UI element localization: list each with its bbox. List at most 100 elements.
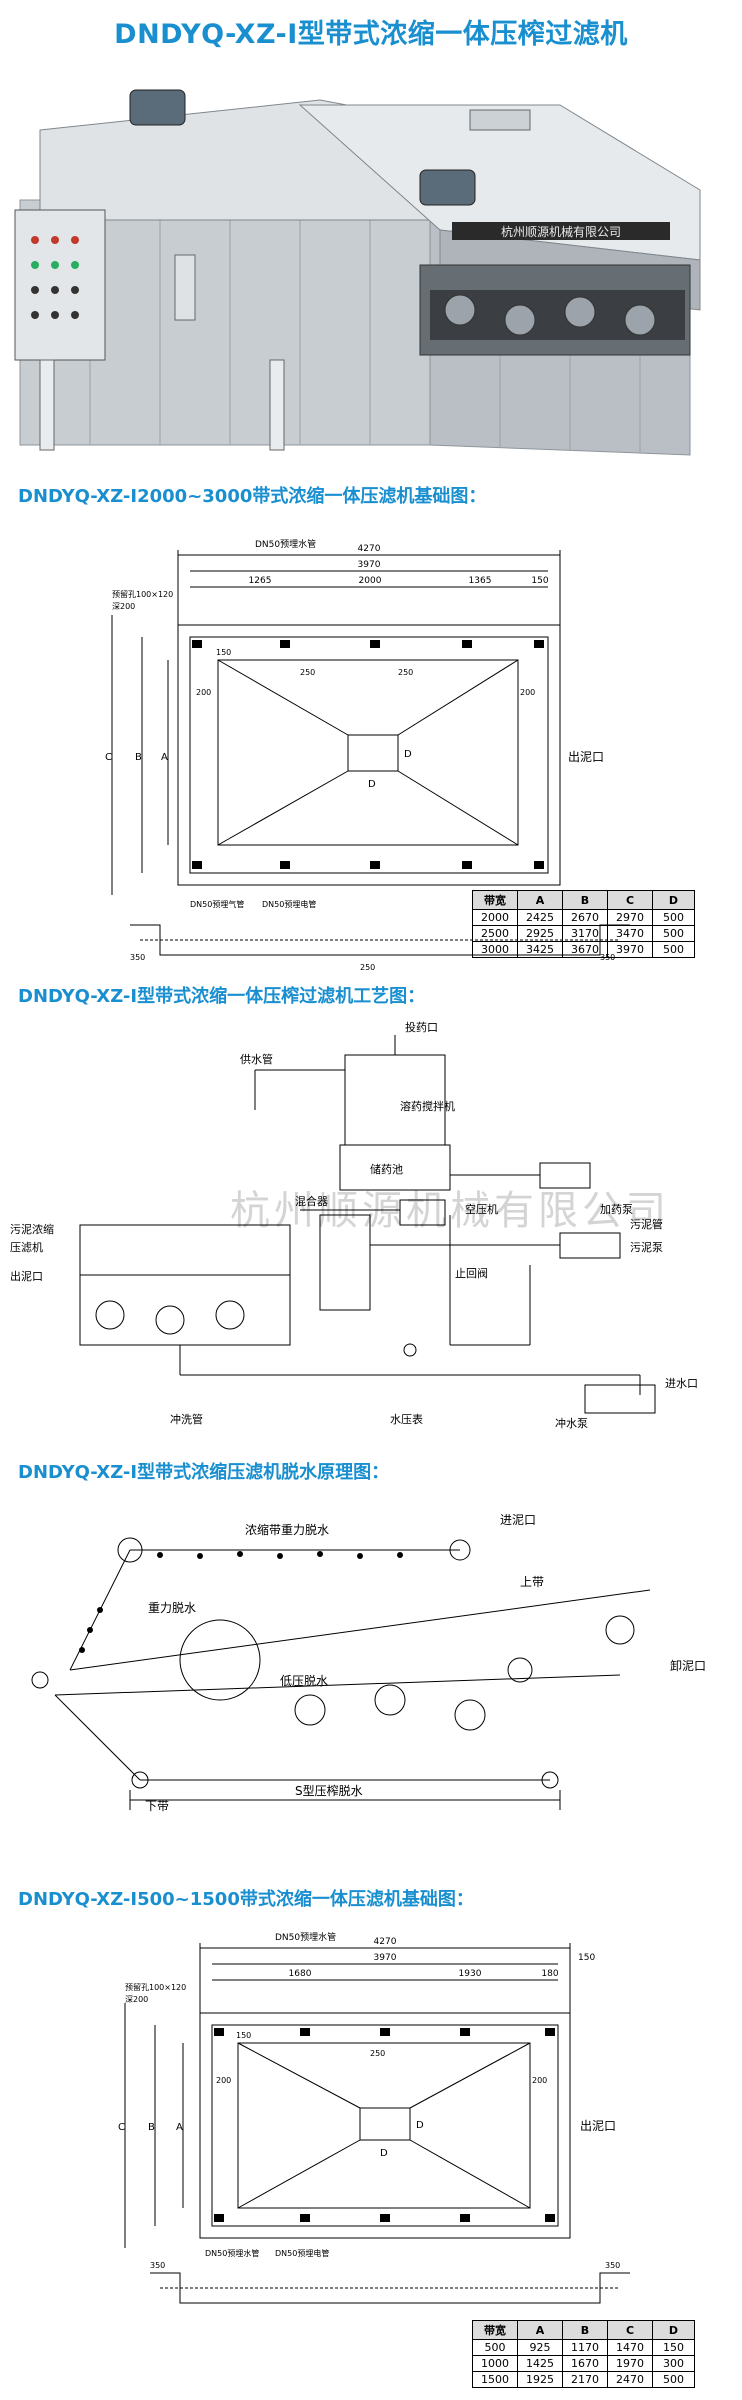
label-A: A <box>161 752 168 763</box>
dim-total: 4270 <box>358 544 381 554</box>
label-water-pipe: 供水管 <box>240 1052 273 1066</box>
dim-d11: 350 <box>130 953 145 962</box>
label-D-horizontal: D <box>380 2148 388 2159</box>
dim-d6: 250 <box>370 2049 385 2058</box>
label-pipe-bottom1: DN50预埋气管 <box>190 899 244 909</box>
label-D-vertical: D <box>416 2120 424 2131</box>
label-mixer: 溶药搅拌机 <box>400 1099 455 1113</box>
dim-d1: 1680 <box>289 1969 312 1979</box>
table-header: D <box>652 890 695 910</box>
dim-d2: 1930 <box>459 1969 482 1979</box>
dim-d3: 180 <box>541 1969 558 1979</box>
dim-d13: 250 <box>360 963 375 972</box>
table-header: B <box>562 890 608 910</box>
dim-d4: 150 <box>531 576 548 586</box>
foundation-large-drawing: 4270 3970 1265 2000 1365 150 150 250 250… <box>0 515 742 980</box>
dim-d6: 250 <box>300 668 315 677</box>
dim-total: 4270 <box>374 1937 397 1947</box>
label-sludge-pump: 污泥泵 <box>630 1241 663 1254</box>
label-gauge: 水压表 <box>390 1412 423 1426</box>
table-header: C <box>607 2320 653 2340</box>
label-s-press: S型压榨脱水 <box>295 1783 363 1798</box>
label-press: 压滤机 <box>10 1240 43 1254</box>
table-header: B <box>562 2320 608 2340</box>
label-hole: 预留孔100×120 <box>112 589 173 599</box>
dim-d12: 350 <box>605 2261 620 2270</box>
dim-d8: 200 <box>196 688 211 697</box>
label-sludge-pipe: 污泥管 <box>630 1217 663 1231</box>
table-header: 带宽 <box>472 890 518 910</box>
label-outlet: 出泥口 <box>568 750 604 764</box>
label-depth: 深200 <box>112 602 135 611</box>
label-dosing-port: 投药口 <box>405 1020 438 1034</box>
foundation-small-drawing: 4270 3970 1680 1930 180 150 150 250 200 … <box>0 1918 742 2313</box>
table-header: C <box>607 890 653 910</box>
label-wash-pipe: 冲洗管 <box>170 1412 203 1426</box>
dim-d5: 150 <box>216 648 231 657</box>
label-D-vertical: D <box>404 749 412 760</box>
label-pipe-bottom2: DN50预埋电管 <box>275 2248 329 2258</box>
label-D-horizontal: D <box>368 779 376 790</box>
dim-d11: 350 <box>150 2261 165 2270</box>
table-header: A <box>517 2320 563 2340</box>
dim-d5: 150 <box>236 2031 251 2040</box>
label-B: B <box>148 2122 155 2133</box>
label-discharge: 卸泥口 <box>670 1658 706 1673</box>
label-C: C <box>118 2122 125 2133</box>
label-lower-belt: 下带 <box>145 1799 169 1813</box>
label-sludge-in: 进泥口 <box>500 1513 536 1527</box>
label-outlet: 出泥口 <box>10 1269 43 1283</box>
label-inlet: 进水口 <box>665 1377 698 1390</box>
machine-nameplate: 杭州顺源机械有限公司 <box>501 224 621 239</box>
label-upper-belt: 上带 <box>520 1575 544 1589</box>
dim-d7: 250 <box>398 668 413 677</box>
label-pipe-bottom2: DN50预埋电管 <box>262 899 316 909</box>
table-header: D <box>652 2320 695 2340</box>
section-title-process: DNDYQ-XZ-I型带式浓缩一体压榨过滤机工艺图： <box>18 986 426 1007</box>
section-title-principle: DNDYQ-XZ-I型带式浓缩压滤机脱水原理图： <box>18 1462 390 1483</box>
dim-d12: 350 <box>600 953 615 962</box>
label-pipe-bottom1: DN50预埋水管 <box>205 2248 259 2258</box>
label-storage: 储药池 <box>370 1162 403 1176</box>
table-header: 带宽 <box>472 2320 518 2340</box>
dim-d4: 150 <box>578 1953 595 1963</box>
process-drawing: 投药口 供水管 溶药搅拌机 储药池 空压机 加药泵 混合器 污泥浓缩 压滤机 出… <box>0 1015 742 1445</box>
dim-inner: 3970 <box>358 560 381 570</box>
dim-d8: 200 <box>216 2076 231 2085</box>
dim-d9: 200 <box>520 688 535 697</box>
label-gravity: 重力脱水 <box>148 1600 196 1615</box>
dim-inner: 3970 <box>374 1953 397 1963</box>
dim-d3: 1365 <box>469 576 492 586</box>
label-C: C <box>105 752 112 763</box>
dim-d2: 2000 <box>359 576 382 586</box>
section-title-foundation-large: DNDYQ-XZ-I2000~3000带式浓缩一体压滤机基础图： <box>18 486 487 507</box>
label-gravity-belt: 浓缩带重力脱水 <box>245 1522 329 1537</box>
label-B: B <box>135 752 142 763</box>
label-sludge-inlet: 污泥浓缩 <box>10 1223 54 1236</box>
page-title: DNDYQ-XZ-I型带式浓缩一体压榨过滤机 <box>114 19 628 50</box>
label-pipe-top: DN50预埋水管 <box>275 1931 336 1943</box>
label-A: A <box>176 2122 183 2133</box>
dim-d1: 1265 <box>249 576 272 586</box>
label-mixer2: 混合器 <box>295 1194 328 1208</box>
table-header: A <box>517 890 563 910</box>
label-low-press: 低压脱水 <box>280 1673 328 1688</box>
principle-drawing: 浓缩带重力脱水 进泥口 上带 重力脱水 卸泥口 低压脱水 下带 S型压榨脱水 <box>0 1490 742 1820</box>
label-pipe-top: DN50预埋水管 <box>255 538 316 550</box>
machine-photo: 杭州顺源机械有限公司 <box>0 50 742 470</box>
label-outlet: 出泥口 <box>580 2119 616 2133</box>
label-check-valve: 止回阀 <box>455 1266 488 1280</box>
label-wash-pump: 冲水泵 <box>555 1416 588 1430</box>
dim-d9: 200 <box>532 2076 547 2085</box>
watermark: 杭州顺源机械有限公司 <box>230 1188 670 1234</box>
label-depth: 深200 <box>125 1995 148 2004</box>
label-hole: 预留孔100×120 <box>125 1982 186 1992</box>
